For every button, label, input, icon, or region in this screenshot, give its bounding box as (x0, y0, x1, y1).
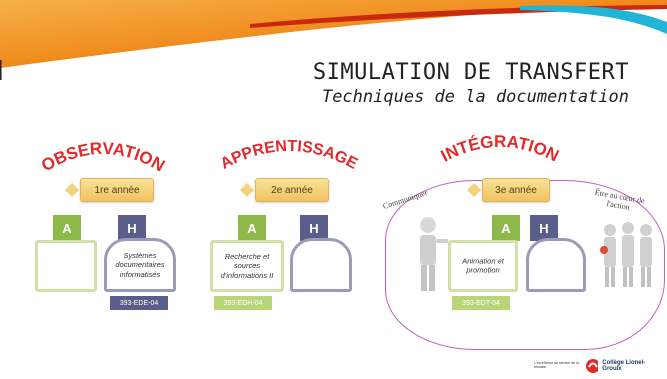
apprentissage-heading: APPRENTISSAGE (218, 138, 361, 173)
apprentissage-heading-text: APPRENTISSAGE (218, 138, 361, 173)
college-logo: L'excellence au service de la réussite C… (534, 357, 656, 375)
course-code-2: 393-EDH-04 (214, 296, 272, 310)
header-decoration (0, 0, 667, 80)
year-badge-3: 3e année (482, 178, 550, 202)
tab-h-1: H (118, 215, 146, 241)
tab-h-2: H (300, 215, 328, 241)
orange-banner (0, 0, 667, 68)
slide-title: SIMULATION DE TRANSFERT (312, 60, 629, 85)
box-h-2 (290, 238, 352, 292)
tab-a-2: A (238, 215, 266, 241)
box-a-3-text: Animation et promotion (462, 256, 504, 275)
box-h-1-text: Systèmes documentaires informatisés (115, 250, 165, 279)
integration-heading: INTÉGRATION (438, 132, 562, 166)
logo-mark-icon (585, 359, 599, 373)
year-badge-2: 2e année (255, 178, 329, 202)
observation-heading-text: OBSERVATION (38, 139, 168, 176)
box-a-1 (35, 240, 97, 292)
box-h-3 (526, 238, 586, 292)
course-code-3: 393-EDT-04 (452, 296, 510, 310)
tab-a-1: A (53, 215, 81, 241)
box-a-2-text: Recherche et sources d'informations II (220, 251, 274, 280)
group-figures-icon (600, 222, 652, 287)
box-h-1: Systèmes documentaires informatisés (104, 238, 176, 292)
tab-h-3: H (530, 215, 558, 241)
slide-subtitle: Techniques de la documentation (321, 87, 629, 107)
box-a-3: Animation et promotion (448, 240, 518, 292)
left-edge-line (0, 60, 2, 80)
cyan-stripe (520, 5, 667, 34)
logo-tagline: L'excellence au service de la réussite (534, 361, 579, 369)
presenter-figure-icon (420, 217, 448, 291)
observation-heading: OBSERVATION (38, 139, 168, 176)
tab-a-3: A (492, 215, 520, 241)
course-code-1: 393-EDE-04 (110, 296, 168, 310)
logo-wordmark: Collège Lionel-Groulx (602, 360, 646, 372)
box-a-2: Recherche et sources d'informations II (210, 240, 284, 292)
year-badge-1: 1re année (80, 178, 154, 202)
integration-heading-text: INTÉGRATION (438, 132, 562, 166)
